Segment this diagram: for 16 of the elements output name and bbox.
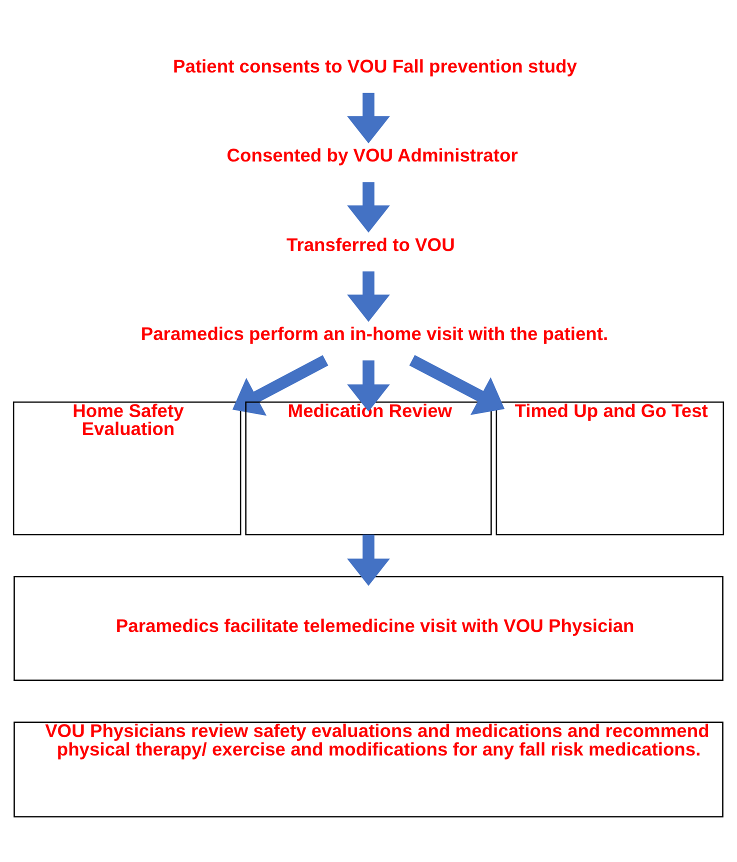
arrow: [409, 354, 505, 416]
arrow: [347, 271, 390, 322]
arrow: [347, 360, 390, 412]
node-box: Home Safety Evaluation: [12, 401, 242, 536]
node-box: Paramedics facilitate telemedicine visit with VOU Physician: [14, 576, 724, 681]
node-box: VOU Physicians review safety evaluations and medications and recommend physical therapy/ exercise and modifications for any fall risk medications.: [14, 722, 724, 818]
arrow: [347, 534, 390, 586]
node-text: Transferred to VOU: [286, 234, 455, 255]
node-box: Timed Up and Go Test: [496, 401, 724, 536]
arrow: [347, 182, 390, 233]
node-box: Medication Review: [245, 401, 492, 536]
node-text: Patient consents to VOU Fall prevention study: [173, 55, 577, 76]
node-text: Consented by VOU Administrator: [226, 144, 518, 166]
node-text: Paramedics perform an in-home visit with the patient.: [140, 323, 608, 344]
arrow: [347, 92, 390, 144]
arrow: [232, 355, 328, 416]
